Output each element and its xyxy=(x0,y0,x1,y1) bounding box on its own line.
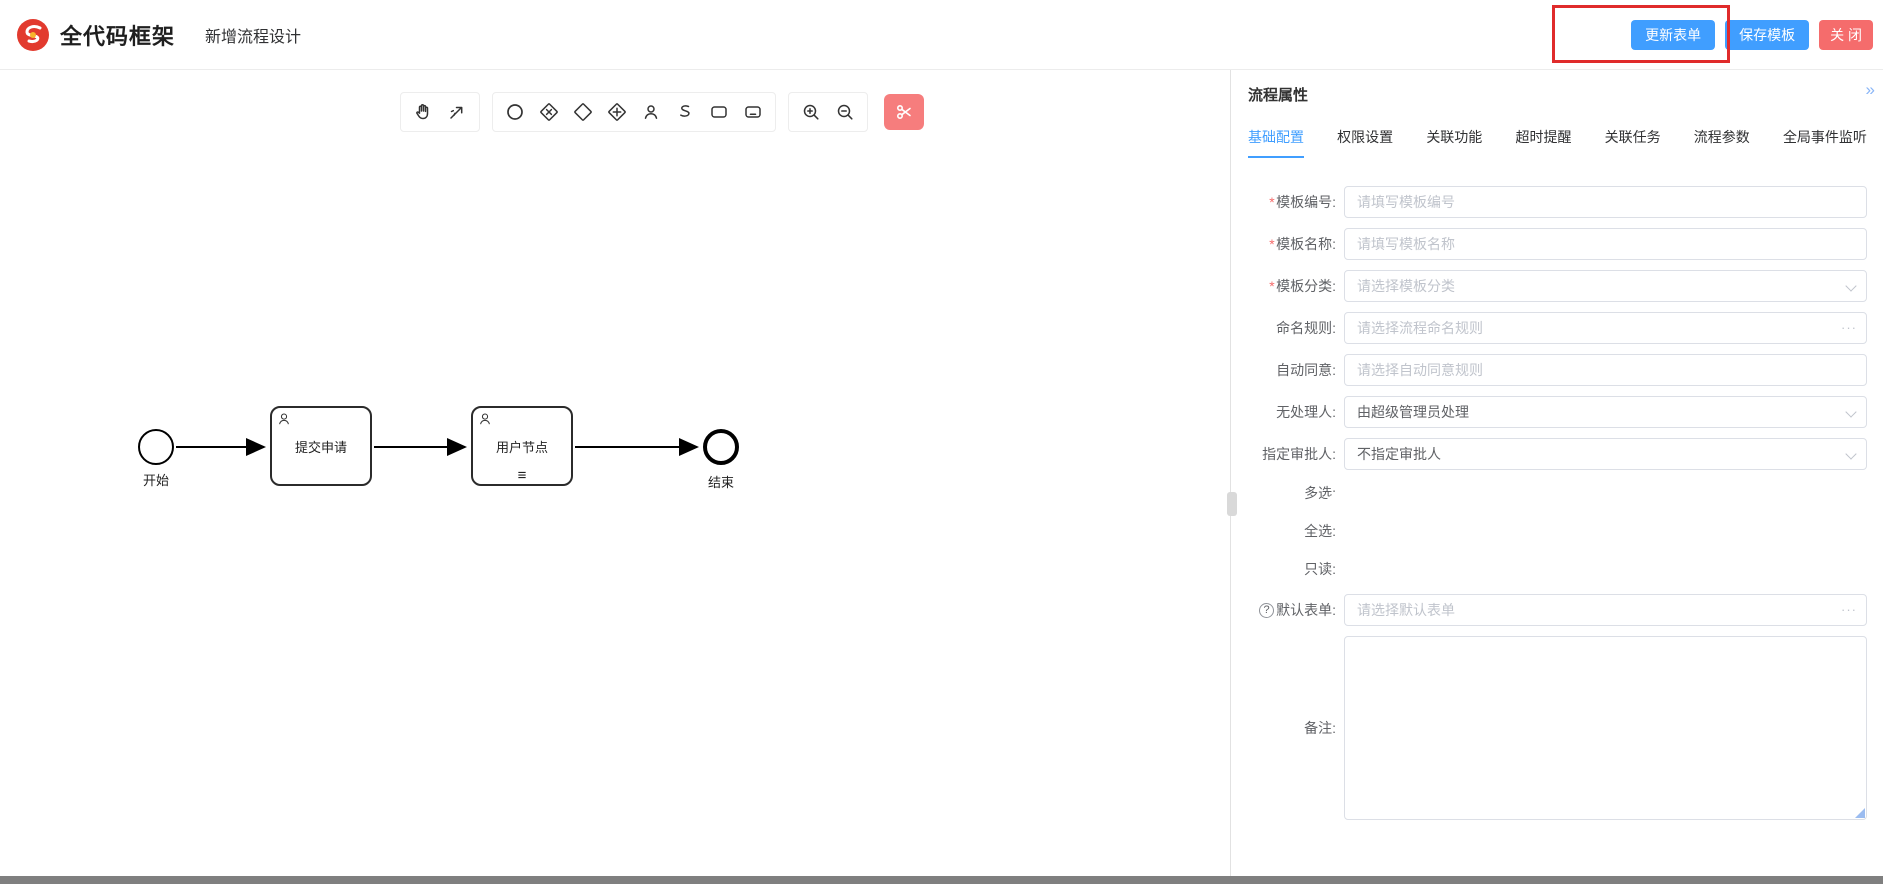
more-options-icon[interactable]: ··· xyxy=(1841,602,1857,617)
select-all-label: 全选: xyxy=(1304,523,1336,539)
parallel-gateway-tool-icon[interactable] xyxy=(603,98,631,126)
user-task-icon xyxy=(276,411,292,432)
required-mark: * xyxy=(1268,194,1275,210)
form-row: 只读: xyxy=(1248,556,1867,587)
auto-agree-input[interactable] xyxy=(1344,354,1867,386)
form-row: *模板分类: xyxy=(1248,270,1867,302)
basic-config-form: *模板编号: *模板名称: *模板分类: 命名规则: ··· 自动同意: 无处理… xyxy=(1248,186,1867,820)
tool-group-navigation xyxy=(400,92,480,132)
tab-global-event-listener[interactable]: 全局事件监听 xyxy=(1782,129,1867,145)
required-mark: * xyxy=(1268,278,1275,294)
save-template-button[interactable]: 保存模板 xyxy=(1725,20,1810,50)
form-row: 自动同意: xyxy=(1248,354,1867,386)
user-task-icon xyxy=(477,411,493,432)
template-code-label: *模板编号: xyxy=(1268,194,1336,210)
task-label: 用户节点 xyxy=(495,439,548,455)
close-button[interactable]: 关 闭 xyxy=(1819,20,1873,50)
toggle-knob xyxy=(1346,571,1362,587)
tab-related-task[interactable]: 关联任务 xyxy=(1604,129,1661,145)
form-row: 指定审批人: xyxy=(1248,438,1867,470)
tab-related-function[interactable]: 关联功能 xyxy=(1426,129,1483,145)
task-node-user[interactable]: 用户节点 ≡ xyxy=(471,406,573,486)
panel-resize-handle[interactable] xyxy=(1227,492,1237,516)
brand-name: 全代码框架 xyxy=(60,23,176,49)
tool-group-zoom xyxy=(788,92,868,132)
zoom-in-icon[interactable] xyxy=(797,98,825,126)
task-label: 提交申请 xyxy=(294,439,347,455)
auto-agree-label: 自动同意: xyxy=(1276,362,1336,378)
canvas-toolbar xyxy=(400,92,924,132)
template-name-input[interactable] xyxy=(1344,228,1867,260)
form-row: 备注: xyxy=(1248,636,1867,820)
hand-tool-icon[interactable] xyxy=(409,98,437,126)
header-actions: 更新表单 保存模板 关 闭 xyxy=(1631,20,1873,50)
end-event-label: 结束 xyxy=(707,475,734,490)
tool-group-elements xyxy=(492,92,776,132)
zoom-out-icon[interactable] xyxy=(831,98,859,126)
connect-tool-icon[interactable] xyxy=(443,98,471,126)
toggle-knob xyxy=(1346,533,1362,549)
remark-textarea[interactable] xyxy=(1344,636,1867,820)
panel-tabs: 基础配置 权限设置 关联功能 超时提醒 关联任务 流程参数 全局事件监听 xyxy=(1248,127,1867,158)
exclusive-gateway-tool-icon[interactable] xyxy=(535,98,563,126)
bottom-bar xyxy=(0,876,1883,884)
task-tool-icon[interactable] xyxy=(705,98,733,126)
page-title: 新增流程设计 xyxy=(205,28,302,46)
readonly-label: 只读: xyxy=(1304,561,1336,577)
scissors-icon xyxy=(896,104,911,120)
bpmn-canvas[interactable]: 开始 提交申请 用户节点 ≡ 结束 xyxy=(0,70,1231,884)
end-event-node[interactable] xyxy=(703,429,739,465)
form-row: 命名规则: ··· xyxy=(1248,312,1867,344)
brand-logo-icon xyxy=(17,18,49,51)
tab-timeout-reminder[interactable]: 超时提醒 xyxy=(1515,129,1572,145)
start-event-tool-icon[interactable] xyxy=(501,98,529,126)
naming-rule-input[interactable] xyxy=(1344,312,1867,344)
remark-label: 备注: xyxy=(1304,720,1336,736)
default-form-label: ?默认表单: xyxy=(1248,600,1344,620)
user-task-tool-icon[interactable] xyxy=(637,98,665,126)
resize-grip-icon[interactable] xyxy=(1855,808,1865,818)
script-task-tool-icon[interactable] xyxy=(671,98,699,126)
app-header: 全代码框架 新增流程设计 更新表单 保存模板 关 闭 xyxy=(0,0,1883,70)
tab-process-params[interactable]: 流程参数 xyxy=(1693,129,1750,145)
toggle-knob xyxy=(1326,495,1342,511)
more-options-icon[interactable]: ··· xyxy=(1841,320,1857,335)
subprocess-tool-icon[interactable] xyxy=(739,98,767,126)
multi-instance-marker: ≡ xyxy=(517,467,527,484)
naming-rule-label: 命名规则: xyxy=(1276,320,1336,336)
no-handler-label: 无处理人: xyxy=(1276,404,1336,420)
no-handler-select[interactable] xyxy=(1344,396,1867,428)
task-node-submit[interactable]: 提交申请 xyxy=(270,406,372,486)
gateway-tool-icon[interactable] xyxy=(569,98,597,126)
form-row: *模板编号: xyxy=(1248,186,1867,218)
template-code-input[interactable] xyxy=(1344,186,1867,218)
clear-canvas-button[interactable] xyxy=(884,94,924,130)
required-mark: * xyxy=(1268,236,1275,252)
form-row: 无处理人: xyxy=(1248,396,1867,428)
start-event-label: 开始 xyxy=(142,473,169,488)
assigned-approver-label: 指定审批人: xyxy=(1262,446,1336,462)
panel-title: 流程属性 xyxy=(1248,87,1309,104)
form-row: 多选: xyxy=(1248,480,1867,511)
assigned-approver-select[interactable] xyxy=(1344,438,1867,470)
template-category-label: *模板分类: xyxy=(1268,278,1336,294)
help-icon[interactable]: ? xyxy=(1259,602,1275,618)
update-form-button[interactable]: 更新表单 xyxy=(1631,20,1716,50)
template-category-select[interactable] xyxy=(1344,270,1867,302)
collapse-panel-icon[interactable]: » xyxy=(1865,80,1875,99)
properties-panel: 流程属性 » 基础配置 权限设置 关联功能 超时提醒 关联任务 流程参数 全局事… xyxy=(1232,70,1883,884)
tab-basic-config[interactable]: 基础配置 xyxy=(1248,127,1304,158)
form-row: ?默认表单: ··· xyxy=(1248,594,1867,626)
template-name-label: *模板名称: xyxy=(1268,236,1336,252)
form-row: 全选: xyxy=(1248,518,1867,549)
form-row: *模板名称: xyxy=(1248,228,1867,260)
tab-permission[interactable]: 权限设置 xyxy=(1337,129,1394,145)
default-form-input[interactable] xyxy=(1344,594,1867,626)
start-event-node[interactable] xyxy=(138,429,174,465)
